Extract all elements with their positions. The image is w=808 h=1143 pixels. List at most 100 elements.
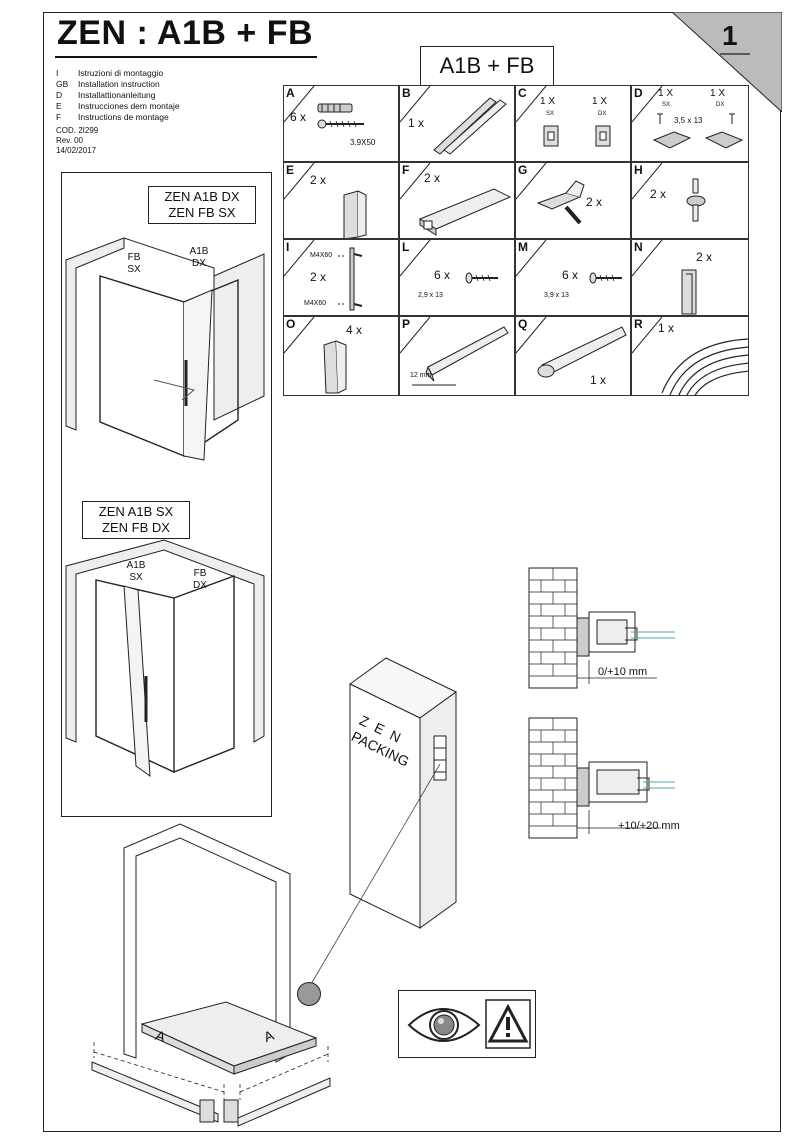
cell-slash	[632, 240, 663, 277]
seal-roll-icon	[661, 338, 748, 395]
screw-icon	[589, 272, 622, 284]
part-qty: 2 x	[650, 187, 667, 201]
bracket-pair-icon	[543, 125, 611, 147]
pin-icon	[686, 178, 706, 222]
part-cell-o: O 4 x	[283, 316, 399, 396]
part-spec: 3.9X50	[350, 138, 376, 147]
part-qty: 1 x	[408, 116, 425, 130]
part-qty: 2 x	[310, 270, 327, 284]
part-side-sx: SX	[546, 111, 555, 117]
part-spec-bottom: M4X60	[304, 300, 327, 307]
part-cell-q: Q 1 x	[515, 316, 631, 396]
part-letter: G	[518, 163, 528, 177]
part-letter: E	[286, 163, 295, 177]
part-spec: 2,9 x 13	[418, 292, 443, 299]
configuration-panel	[61, 172, 272, 817]
part-cell-m: M 6 x 3,9 x 13	[515, 239, 631, 316]
page-title: ZEN : A1B + FB	[57, 14, 314, 52]
part-qty: 2 x	[586, 195, 603, 209]
parts-grid: A 6 x 3.9X50 B 1 x C 1 X 1 X SX DX	[283, 85, 749, 396]
part-qty: 6 x	[434, 268, 451, 282]
part-cell-p: P 12 mm	[399, 316, 515, 396]
cell-slash	[632, 317, 663, 354]
adjust-range-2: +10/+20 mm	[618, 820, 680, 832]
cell-slash	[400, 163, 431, 200]
part-letter: O	[286, 317, 296, 331]
cell-slash	[516, 163, 547, 200]
part-cell-i: I M4X60 2 x M4X60	[283, 239, 399, 316]
cell-slash	[516, 317, 547, 354]
part-cell-n: N 2 x	[631, 239, 749, 316]
part-cell-b: B 1 x	[399, 85, 515, 162]
cell-slash	[284, 163, 315, 200]
part-qty: 1 x	[658, 321, 675, 335]
config-top-label: ZEN A1B DX ZEN FB SX	[148, 186, 256, 224]
part-qty: 6 x	[562, 268, 579, 282]
part-qty: 2 x	[696, 250, 713, 264]
config-bottom-line2: ZEN FB DX	[102, 520, 170, 535]
eye-icon	[407, 1008, 481, 1042]
part-spec: 3,5 x 13	[674, 116, 703, 125]
part-side-dx: DX	[716, 102, 725, 108]
part-cell-d: D 1 X 1 X SX DX 3,5 x 13	[631, 85, 749, 162]
part-letter: M	[518, 240, 528, 254]
config-top-left-label: FB SX	[127, 252, 141, 275]
profile-b-icon	[433, 97, 507, 155]
adjust-range-1: 0/+10 mm	[598, 666, 648, 678]
part-qty: 4 x	[346, 323, 363, 337]
document-meta: COD. 2I299 Rev. 00 14/02/2017	[56, 126, 98, 156]
config-top-line2: ZEN FB SX	[168, 205, 236, 220]
part-letter: A	[286, 86, 295, 100]
cell-slash	[284, 240, 315, 277]
cell-slash	[400, 317, 431, 354]
square-tube-icon	[418, 188, 512, 236]
shower-enclosure-bottom-drawing	[65, 539, 265, 778]
part-spec-top: M4X60	[310, 252, 333, 259]
part-spec: 3,9 x 13	[544, 292, 569, 299]
part-qty-dx: 1 X	[592, 96, 608, 107]
corner-connector-icon	[536, 180, 585, 225]
part-letter: R	[634, 317, 643, 331]
config-bottom-label: ZEN A1B SX ZEN FB DX	[82, 501, 190, 539]
cell-slash	[516, 86, 547, 123]
profile-n-icon	[681, 269, 697, 315]
notice-box	[398, 990, 536, 1058]
seal-p-icon	[412, 326, 509, 386]
part-qty: 1 x	[590, 373, 607, 387]
handle-icon	[338, 247, 363, 311]
plate-pair-icon	[652, 113, 744, 149]
config-top-right-label: A1B DX	[189, 246, 209, 269]
bracket-profile-icon	[343, 190, 367, 238]
part-letter: C	[518, 86, 527, 100]
wall-adjust-detail-2	[528, 717, 675, 839]
page-number: 1	[722, 20, 738, 51]
screw-anchor-icon	[317, 103, 364, 129]
part-spec: 12 mm	[410, 372, 432, 379]
part-cell-e: E 2 x	[283, 162, 399, 239]
cell-slash	[632, 163, 663, 200]
config-bottom-left-label: A1B SX	[126, 560, 146, 583]
part-letter: F	[402, 163, 410, 177]
part-side-dx: DX	[598, 111, 607, 117]
wall-adjust-detail-1	[528, 567, 675, 689]
cell-slash	[284, 86, 315, 123]
part-letter: P	[402, 317, 411, 331]
document-date: 14/02/2017	[56, 146, 97, 155]
kit-label: A1B + FB	[420, 46, 554, 86]
callout-dot	[297, 982, 321, 1006]
part-letter: L	[402, 240, 410, 254]
part-letter: D	[634, 86, 643, 100]
part-qty-sx: 1 X	[658, 88, 674, 99]
part-side-sx: SX	[662, 102, 671, 108]
part-letter: N	[634, 240, 643, 254]
part-qty-sx: 1 X	[540, 96, 556, 107]
cell-slash	[284, 317, 315, 354]
cell-slash	[632, 86, 663, 123]
part-letter: B	[402, 86, 411, 100]
part-qty-dx: 1 X	[710, 88, 726, 99]
packing-box-drawing	[349, 657, 457, 929]
